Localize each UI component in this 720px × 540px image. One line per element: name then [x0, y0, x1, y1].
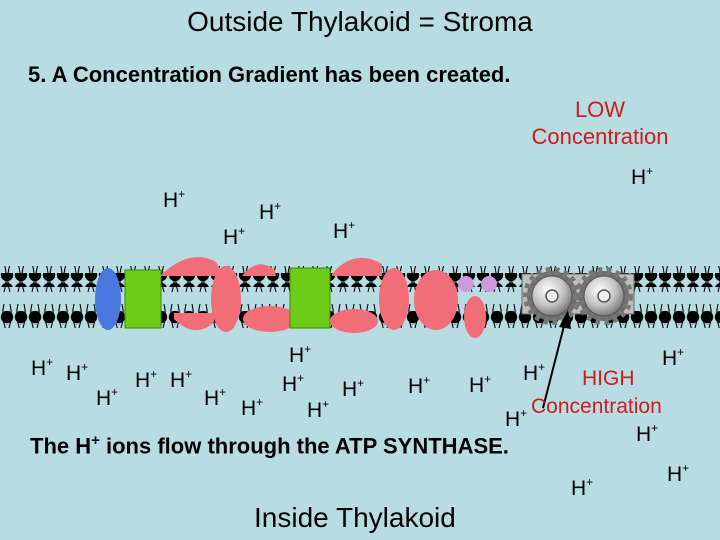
h-ion: H+ [204, 385, 227, 410]
blue-protein-icon [95, 268, 121, 330]
h-ion: H+ [342, 376, 365, 401]
h-ion: H+ [259, 199, 282, 224]
green-photosystem-icon [124, 269, 162, 329]
atp-synthase-gear-icon [575, 267, 633, 325]
h-ion: H+ [333, 218, 356, 243]
purple-protein-icon [481, 276, 497, 292]
pink-protein-icon [414, 270, 458, 330]
h-ion: H+ [223, 224, 246, 249]
high-label: HIGH [582, 367, 635, 390]
high-concentration-label: Concentration [531, 395, 662, 418]
h-ion: H+ [135, 367, 158, 392]
pink-protein-icon [464, 296, 486, 338]
h-ion: H+ [667, 461, 690, 486]
membrane-proteins [95, 256, 635, 338]
pink-protein-icon [330, 309, 378, 333]
h-ion: H+ [523, 360, 546, 385]
h-ion: H+ [282, 371, 305, 396]
h-ion: H+ [636, 421, 659, 446]
flow-caption: The H+ ions flow through the ATP SYNTHAS… [30, 432, 509, 459]
pink-protein-icon [379, 268, 409, 330]
h-ion: H+ [631, 164, 654, 189]
step-heading: 5. A Concentration Gradient has been cre… [28, 62, 511, 87]
green-photosystem-icon [289, 267, 331, 329]
pink-protein-icon [332, 257, 382, 276]
h-ion: H+ [170, 367, 193, 392]
low-label-line2: Concentration [531, 124, 669, 149]
pink-protein-icon [174, 313, 214, 331]
inside-thylakoid-label: Inside Thylakoid [254, 502, 456, 533]
purple-protein-icon [458, 276, 474, 292]
pink-protein-icon [160, 256, 224, 276]
h-ion: H+ [241, 395, 264, 420]
h-ion: H+ [31, 355, 54, 380]
h-ion: H+ [505, 406, 528, 431]
h-ion: H+ [571, 475, 594, 500]
pink-protein-icon [243, 306, 297, 332]
pink-protein-icon [242, 264, 276, 276]
h-ion: H+ [289, 342, 312, 367]
h-ion: H+ [66, 360, 89, 385]
h-ion: H+ [96, 385, 119, 410]
h-ion: H+ [662, 345, 685, 370]
page-title: Outside Thylakoid = Stroma [187, 6, 533, 37]
low-label-line1: LOW [574, 97, 626, 122]
low-concentration-label: LOW Concentration [510, 96, 690, 150]
pink-protein-icon [211, 266, 241, 332]
h-ion: H+ [469, 372, 492, 397]
h-ion: H+ [307, 397, 330, 422]
thylakoid-membrane [0, 256, 720, 338]
h-ion: H+ [408, 373, 431, 398]
h-ion: H+ [163, 187, 186, 212]
